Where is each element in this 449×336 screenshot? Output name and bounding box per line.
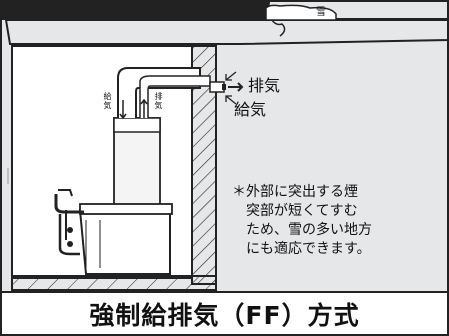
caption-band (0, 291, 449, 336)
exhaust-arrow (228, 82, 244, 92)
snow-bump (265, 4, 337, 21)
floor-slab (11, 275, 217, 291)
pipe-exhaust-label: 排気 (154, 92, 163, 110)
note-line: にも適応できます。 (246, 241, 371, 257)
diagram-caption: 強制給排気（FF）方式 (89, 301, 360, 330)
faucet-pipes (54, 194, 84, 214)
vent-terminal (209, 81, 225, 93)
exhaust-pipe (139, 75, 211, 118)
note-line: ため、雪の多い地方 (246, 222, 372, 238)
bathtub (78, 209, 171, 275)
intake-arrow-bottom (225, 95, 237, 105)
snow-label: 雪 (316, 7, 326, 18)
intake-label: 給気 (234, 100, 267, 119)
note-line: 突部が短くてすむ (246, 203, 358, 219)
intake-arrow-top (225, 71, 237, 81)
description-note: ＊外部に突出する煙 突部が短くてすむ ため、雪の多い地方 にも適応できます。 (232, 183, 432, 259)
roof-slab (2, 2, 448, 20)
exhaust-label: 排気 (248, 76, 281, 95)
pipe-intake-label: 給気 (103, 92, 112, 110)
roof-underside (4, 19, 449, 45)
note-line: ＊外部に突出する煙 (232, 184, 358, 200)
